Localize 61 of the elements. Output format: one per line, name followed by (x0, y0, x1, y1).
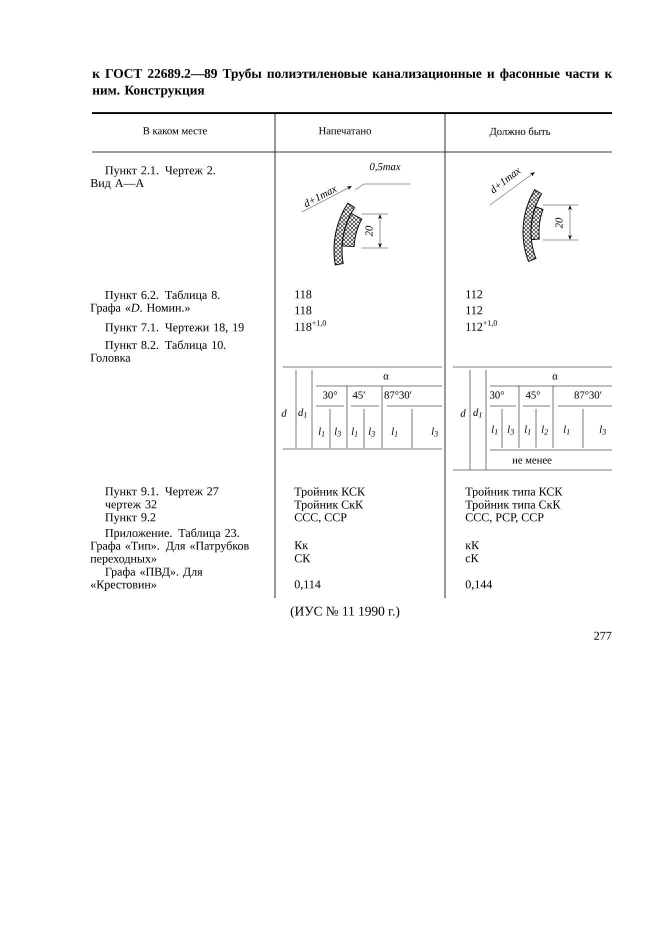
row-label: чертеж 32 (105, 500, 156, 511)
column-header: Напечатано (318, 127, 372, 134)
table-cell: l$_{3}$ (334, 427, 341, 437)
table-cell: 112 (466, 290, 482, 298)
table-cell: l$_{1}$ (318, 428, 324, 436)
table-cell: l$_{1}$ (392, 428, 398, 436)
row-label: Пункт 9.2 (105, 513, 156, 524)
table-cell: 87°30′ (384, 391, 412, 399)
table-cell: Тройник типа СкК (465, 500, 561, 512)
table-cell: d$_{1}$ (298, 408, 306, 418)
table-cell: l$_{1}$ (492, 426, 498, 434)
table-cell: 112$^{+1,0}$ (466, 320, 498, 331)
dimension-label: 20 (555, 218, 563, 228)
table-cell: l$_{1}$ (524, 426, 530, 434)
table-cell: кК (465, 541, 480, 550)
row-label: Пункт 8.2. Таблица 10. Головка (90, 340, 226, 362)
table-cell: l$_{3}$ (368, 427, 375, 437)
table-cell: l$_{3}$ (432, 427, 438, 437)
table-cell: ССС, ССР (294, 513, 346, 524)
table-cell: l$_{1}$ (564, 426, 570, 434)
table-cell: 112 (466, 306, 482, 314)
column-header: В каком месте (143, 127, 207, 134)
source-note: (ИУС № 11 1990 г.) (290, 606, 400, 618)
table-cell: 0,144 (466, 580, 492, 590)
table-cell: l$_{3}$ (600, 425, 606, 435)
table-cell: d (460, 409, 466, 417)
dimension-label: 0,5max (370, 163, 400, 172)
row-label: Пункт 9.1. Чертеж 27 (105, 487, 218, 498)
table-cell: 45° (526, 391, 540, 399)
table-cell: Тройник СкК (294, 500, 364, 512)
table-cell: 118 (295, 290, 312, 298)
table-cell: 45′ (352, 391, 365, 399)
column-header: Должно быть (490, 127, 550, 138)
row-label: Пункт 2.1. Чертеж 2. Вид А—А (90, 166, 215, 190)
table-cell: ССС, РСР, ССР (466, 513, 544, 524)
table-cell: Тройник типа КСК (465, 487, 562, 498)
table-cell: α (552, 374, 558, 380)
table-cell: 30° (490, 391, 504, 399)
table-cell: не менее (512, 458, 552, 464)
row-label: Пункт 7.1. Чертежи 18, 19 (105, 323, 244, 334)
table-cell: α (384, 374, 389, 380)
table-cell: 118 (295, 306, 312, 314)
table-cell: Кк (294, 541, 308, 550)
table-cell: 87°30′ (574, 391, 602, 399)
table-cell: 118$^{+1,0}$ (295, 320, 326, 331)
table-cell: сК (466, 554, 479, 562)
table-cell: d$_{1}$ (473, 408, 482, 418)
table-cell: СК (294, 554, 310, 562)
row-label: Пункт 6.2. Таблица 8. Графа «D. Номин.» (90, 290, 220, 314)
page-number: 277 (594, 632, 612, 640)
table-cell: d (282, 409, 287, 417)
table-cell: l$_{2}$ (542, 426, 548, 435)
table-cell: 0,114 (294, 580, 321, 590)
table-cell: 30° (323, 391, 337, 399)
table-cell: l$_{1}$ (352, 428, 358, 436)
row-label: Приложение. Таблица 23. Графа «Тип». Для «Патрубков переходных» (90, 528, 249, 566)
table-cell: Тройник КСК (294, 487, 365, 498)
dimension-label: 20 (365, 226, 373, 236)
table-cell: l$_{3}$ (508, 425, 514, 435)
row-label: Графа «ПВД». Для «Крестовин» (90, 567, 202, 591)
title: к ГОСТ 22689.2—89 Трубы полиэтиленовые канализационные и фасонные части к ним. Конструкция (92, 68, 612, 98)
